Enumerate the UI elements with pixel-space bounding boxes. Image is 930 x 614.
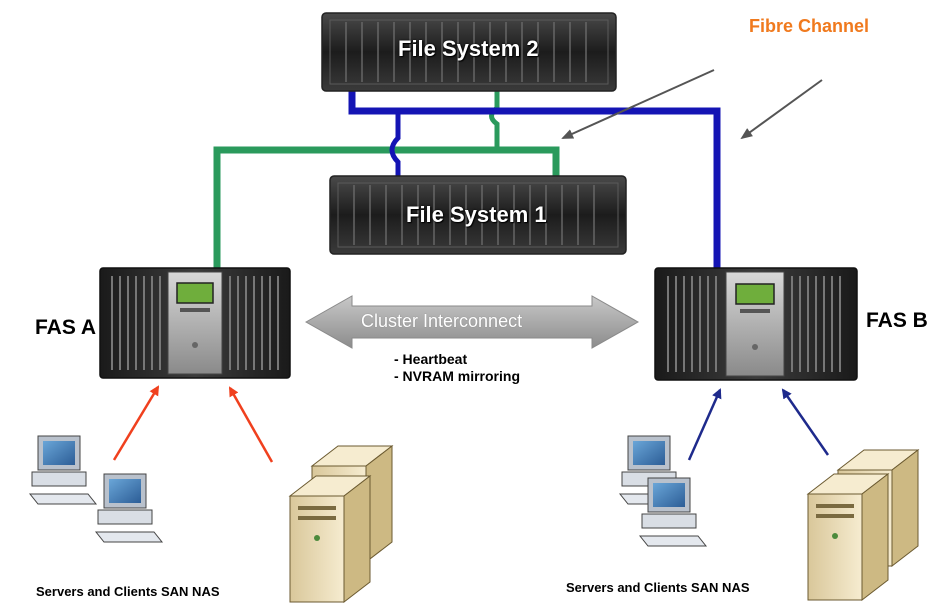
green-link-fs2-drop (489, 91, 500, 150)
nvram-mirroring-note: - NVRAM mirroring (394, 368, 520, 384)
pointer-arrow-green (561, 69, 715, 139)
fibre-channel-label: Fibre Channel (749, 16, 870, 36)
fas-controller-icon-b (654, 267, 858, 381)
cluster-interconnect-label: Cluster Interconnect (361, 311, 523, 331)
fibre-links (213, 91, 721, 268)
heartbeat-note: - Heartbeat (394, 351, 468, 367)
request-arrow-red-2 (228, 386, 274, 463)
tower-server-icon-left (288, 444, 394, 604)
fas-b-label: FAS B (866, 309, 928, 332)
blue-link-fs2 (348, 91, 721, 268)
blue-link-fs1-drop (389, 111, 401, 176)
workstation-icon-left (28, 435, 164, 543)
request-arrow-red-1 (112, 385, 160, 461)
fas-a-label: FAS A (35, 316, 97, 339)
pointer-arrow-blue (740, 79, 823, 140)
storage-shelf-icon-fs2 (321, 12, 617, 92)
fas-controller-icon-a (99, 267, 291, 379)
green-link-fs1 (360, 146, 560, 176)
workstation-icon-right (618, 435, 708, 547)
request-arrow-navy-2 (781, 388, 830, 456)
request-arrow-navy-1 (687, 388, 722, 461)
tower-server-icon-right (806, 448, 920, 602)
green-link-fas-a (213, 146, 360, 268)
fibre-pointer-arrows (561, 69, 823, 140)
file-system-1-label: File System 1 (406, 202, 547, 227)
caption-left: Servers and Clients SAN NAS (36, 584, 220, 599)
caption-right: Servers and Clients SAN NAS (566, 580, 750, 595)
cluster-interconnect-arrow (304, 295, 640, 349)
storage-shelf-icon-fs1 (329, 175, 627, 255)
file-system-2-label: File System 2 (398, 36, 539, 61)
